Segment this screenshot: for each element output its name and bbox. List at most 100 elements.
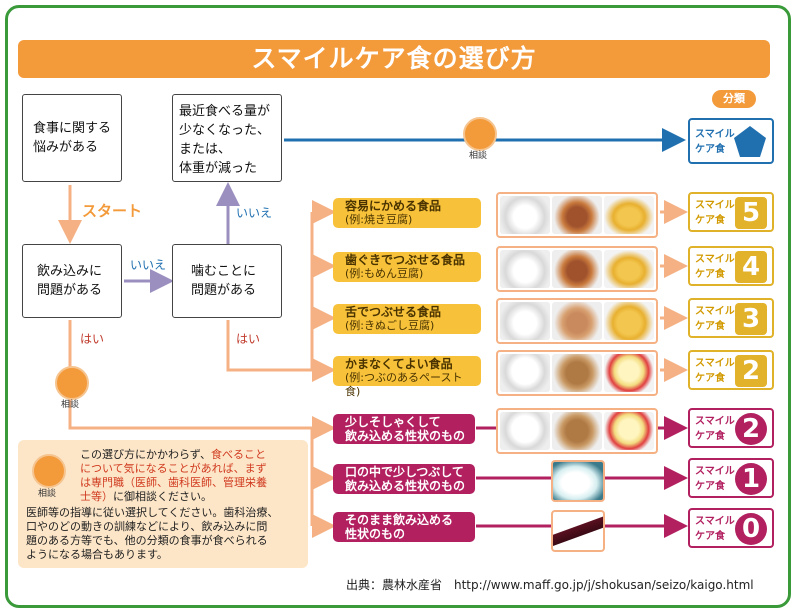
category-example: (例:もめん豆腐): [345, 267, 424, 280]
level-badge-label: スマイルケア食: [695, 252, 735, 282]
category-name: そのまま飲み込める: [345, 513, 454, 527]
category-example: (例:つぶのあるペースト食): [345, 371, 463, 398]
eating-concern-line2: 悩みがある: [33, 140, 99, 155]
jelly-spoon-photo: [551, 510, 605, 552]
category-3: 舌でつぶせる食品 (例:きぬごし豆腐): [333, 304, 481, 334]
category-0: そのまま飲み込める 性状のもの: [333, 512, 475, 542]
level-label-line2: ケア食: [695, 481, 725, 492]
level-code: 3: [735, 303, 767, 335]
category-2-yellow: かまなくてよい食品 (例:つぶのあるペースト食): [333, 356, 481, 398]
category-name: かまなくてよい食品: [345, 357, 453, 371]
level-label-line2: ケア食: [695, 269, 725, 280]
level-code: 5: [735, 197, 767, 229]
pudding-photo: [604, 412, 654, 450]
swallow-problem-line1: 飲み込みに: [37, 264, 103, 279]
level-label-line2: ケア食: [695, 373, 725, 384]
level-code: 2: [735, 355, 767, 387]
category-5: 容易にかめる食品 (例:焼き豆腐): [333, 198, 481, 228]
note-highlight: この選び方にかかわらず、食べること について気になることがあれば、まず は専門職…: [80, 448, 304, 504]
level-badge-label: スマイルケア食: [695, 414, 735, 444]
porridge-photo: [500, 412, 550, 450]
omelet-photo: [604, 250, 654, 288]
smile-care-general: スマイル ケア食: [688, 118, 774, 164]
level-badge-1: スマイルケア食 1: [688, 458, 774, 498]
porridge-photo: [500, 302, 550, 340]
eating-less-line1: 最近食べる量が: [179, 104, 271, 119]
jelly-photo: [551, 460, 605, 502]
no-label-swallow: いいえ: [130, 258, 167, 272]
source-credit: 出典：農林水産省 http://www.maff.go.jp/j/shokusa…: [346, 578, 754, 592]
omelet-photo: [604, 196, 654, 234]
paste-photo: [552, 412, 602, 450]
level-badge-label: スマイルケア食: [695, 356, 735, 386]
level-label-line1: スマイル: [695, 358, 735, 369]
stew-photo: [552, 302, 602, 340]
category-name: 舌でつぶせる食品: [345, 305, 442, 319]
eating-less-line2: 少なくなった、: [179, 123, 271, 138]
consult-icon: [32, 454, 66, 488]
chew-problem-line2: 問題がある: [191, 283, 257, 298]
level-badge-label: スマイルケア食: [695, 304, 735, 334]
eating-concern-box: 食事に関する 悩みがある: [22, 94, 122, 182]
level-label-line1: スマイル: [695, 129, 735, 140]
food-photos-2: [496, 350, 658, 396]
swallow-problem-box: 飲み込みに 問題がある: [22, 244, 122, 318]
food-photos-5: [496, 192, 658, 238]
consult-label: 相談: [468, 151, 487, 161]
level-label-line2: ケア食: [695, 431, 725, 442]
egg-photo: [604, 302, 654, 340]
level-badge-2-yellow: スマイルケア食 2: [688, 350, 774, 390]
swallow-problem-line2: 問題がある: [37, 283, 103, 298]
yes-label-chew: はい: [236, 332, 261, 346]
note-emphasis: 士等）: [80, 490, 113, 503]
level-label-line2: ケア食: [695, 144, 725, 155]
rice-photo: [500, 250, 550, 288]
category-4: 歯ぐきでつぶせる食品 (例:もめん豆腐): [333, 252, 481, 282]
category-name: 容易にかめる食品: [345, 199, 442, 213]
level-code: 0: [735, 513, 767, 545]
level-label-line1: スマイル: [695, 416, 735, 427]
level-label-line1: スマイル: [695, 516, 735, 527]
eating-concern-line1: 食事に関する: [33, 121, 112, 136]
consult-icon: [55, 366, 89, 400]
category-name: 歯ぐきでつぶせる食品: [345, 253, 466, 267]
yes-label-swallow: はい: [80, 332, 105, 346]
rice-photo: [500, 196, 550, 234]
note-emphasis: について気になることがあれば、まず: [80, 462, 267, 475]
chew-problem-box: 噛むことに 問題がある: [172, 244, 282, 318]
category-example: 飲み込める性状のもの: [345, 429, 466, 443]
level-code: 4: [735, 251, 767, 283]
consult-label: 相談: [60, 400, 79, 410]
smile-care-general-label: スマイル ケア食: [695, 127, 735, 157]
category-example: 飲み込める性状のもの: [345, 479, 466, 493]
consult-label: 相談: [37, 489, 56, 499]
food-photos-4: [496, 246, 658, 292]
eating-less-line4: 体重が減った: [179, 161, 258, 176]
level-label-line1: スマイル: [695, 466, 735, 477]
consult-note: 相談 この選び方にかかわらず、食べること について気になることがあれば、まず は…: [18, 440, 308, 568]
level-badge-0: スマイルケア食 0: [688, 508, 774, 548]
note-text: この選び方にかかわらず、: [80, 448, 212, 461]
category-example: (例:焼き豆腐): [345, 213, 413, 226]
porridge-photo: [500, 354, 550, 392]
paste-photo: [552, 354, 602, 392]
level-label-line1: スマイル: [695, 306, 735, 317]
level-label-line1: スマイル: [695, 200, 735, 211]
level-label-line2: ケア食: [695, 531, 725, 542]
pentagon-icon: [734, 126, 766, 157]
level-label-line2: ケア食: [695, 321, 725, 332]
start-label: スタート: [82, 202, 143, 220]
note-body-line: 医師等の指導に従い選択してください。歯科治療、: [26, 506, 279, 519]
level-code: 2: [735, 413, 767, 445]
level-label-line2: ケア食: [695, 215, 725, 226]
level-label-line1: スマイル: [695, 254, 735, 265]
note-text: に御相談ください。: [113, 490, 212, 503]
level-badge-label: スマイルケア食: [695, 198, 735, 228]
chew-problem-line1: 噛むことに: [191, 264, 257, 279]
note-body-line: 題のある方等でも、他の分類の食事が食べられる: [26, 534, 268, 547]
note-body-line: 口やのどの動きの訓練などにより、飲み込みに問: [26, 520, 268, 533]
note-emphasis: は専門職（医師、歯科医師、管理栄養: [80, 476, 267, 489]
stew-photo: [552, 196, 602, 234]
stew-photo: [552, 250, 602, 288]
category-name: 少しそしゃくして: [345, 415, 441, 429]
